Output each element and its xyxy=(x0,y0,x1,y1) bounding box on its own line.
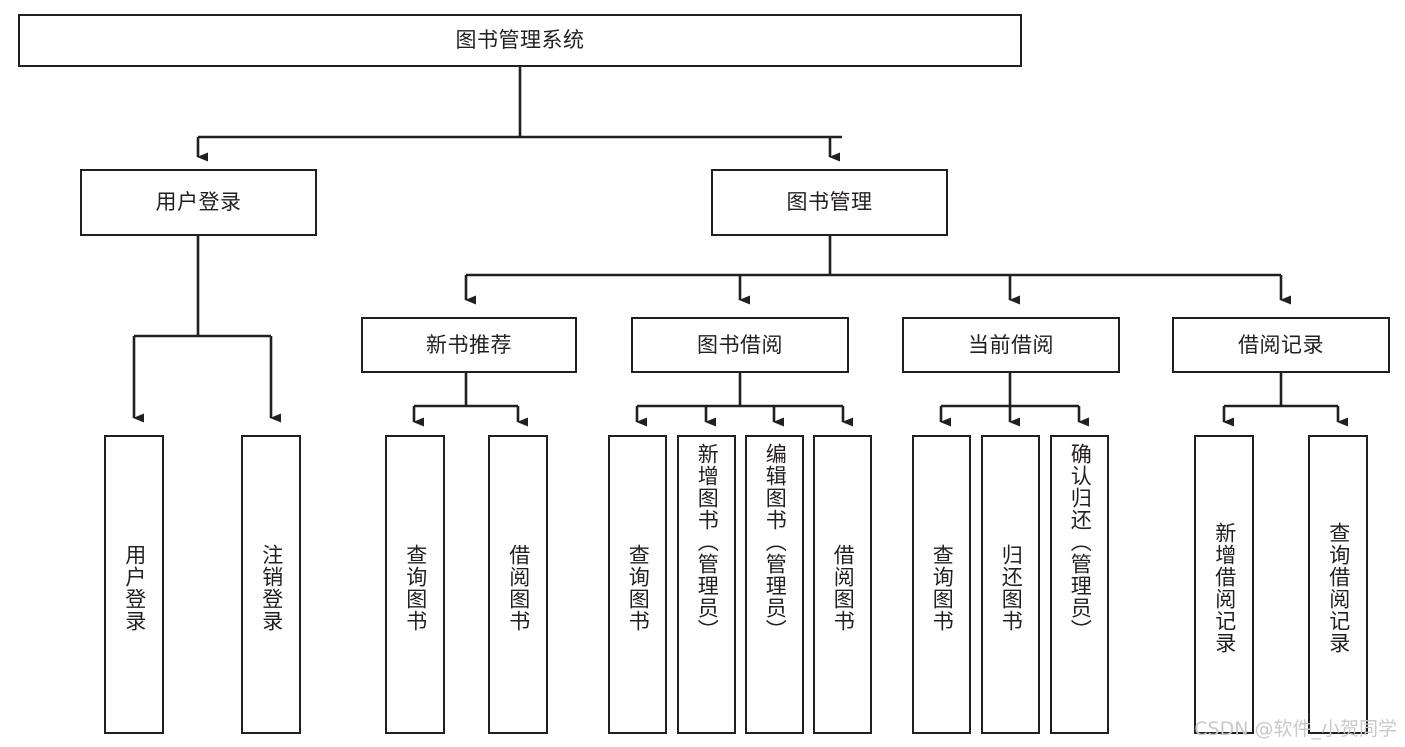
leaf-current-borrow-query[interactable]: 查询图书 xyxy=(912,435,971,734)
node-current-borrow[interactable]: 当前借阅 xyxy=(902,317,1120,373)
leaf-user-login-login[interactable]: 用户登录 xyxy=(104,435,164,734)
leaf-book-borrow-borrow[interactable]: 借阅图书 xyxy=(813,435,872,734)
node-label: 归还图书 xyxy=(999,543,1024,632)
node-label: 编辑图书（管理员） xyxy=(763,443,788,641)
node-label: 用户登录 xyxy=(155,190,242,215)
node-label: 查询图书 xyxy=(626,543,651,632)
leaf-current-borrow-return[interactable]: 归还图书 xyxy=(981,435,1040,734)
node-label: 图书管理系统 xyxy=(455,28,585,53)
leaf-new-book-borrow[interactable]: 借阅图书 xyxy=(488,435,548,734)
node-label: 新增借阅记录 xyxy=(1212,521,1237,654)
node-new-book-recommend[interactable]: 新书推荐 xyxy=(361,317,577,373)
leaf-book-borrow-add[interactable]: 新增图书（管理员） xyxy=(677,435,736,734)
node-label: 当前借阅 xyxy=(968,332,1054,357)
node-label: 图书借阅 xyxy=(697,332,783,357)
node-label: 新书推荐 xyxy=(426,332,512,357)
leaf-current-borrow-confirm-return[interactable]: 确认归还（管理员） xyxy=(1050,435,1109,734)
node-label: 查询借阅记录 xyxy=(1326,521,1351,654)
leaf-book-borrow-query[interactable]: 查询图书 xyxy=(608,435,667,734)
node-book-borrow[interactable]: 图书借阅 xyxy=(631,317,849,373)
node-book-management[interactable]: 图书管理 xyxy=(711,169,948,236)
node-label: 确认归还（管理员） xyxy=(1068,443,1093,641)
node-label: 借阅记录 xyxy=(1238,332,1324,357)
leaf-new-book-query[interactable]: 查询图书 xyxy=(385,435,445,734)
node-label: 借阅图书 xyxy=(506,543,531,632)
node-label: 用户登录 xyxy=(122,543,147,632)
node-label: 注销登录 xyxy=(259,543,284,632)
leaf-borrow-record-query[interactable]: 查询借阅记录 xyxy=(1308,435,1368,734)
leaf-book-borrow-edit[interactable]: 编辑图书（管理员） xyxy=(745,435,804,734)
node-borrow-record[interactable]: 借阅记录 xyxy=(1172,317,1390,373)
node-label: 查询图书 xyxy=(930,543,955,632)
node-label: 借阅图书 xyxy=(831,543,856,632)
node-label: 查询图书 xyxy=(403,543,428,632)
leaf-borrow-record-add[interactable]: 新增借阅记录 xyxy=(1194,435,1254,734)
watermark-text: CSDN @软件_小贺同学 xyxy=(1194,718,1397,740)
node-user-login[interactable]: 用户登录 xyxy=(80,169,317,236)
node-root-book-management-system[interactable]: 图书管理系统 xyxy=(18,14,1022,67)
node-label: 图书管理 xyxy=(786,190,873,215)
leaf-user-login-logout[interactable]: 注销登录 xyxy=(241,435,301,734)
node-label: 新增图书（管理员） xyxy=(695,443,720,641)
